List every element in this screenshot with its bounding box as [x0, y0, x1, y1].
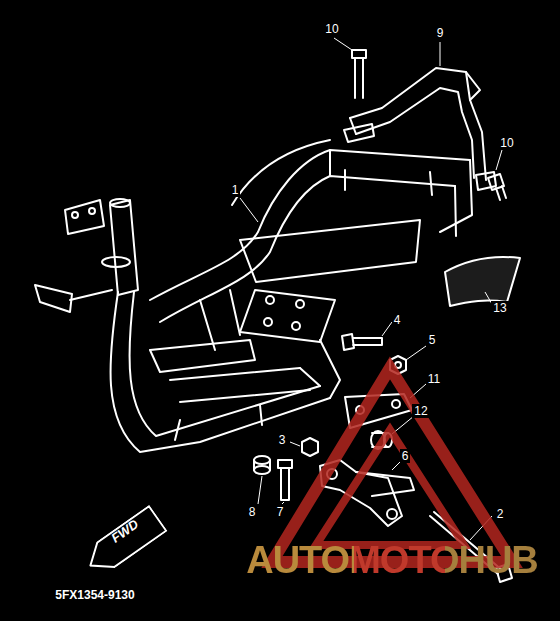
direction-arrow: FWD — [80, 505, 167, 579]
callout-number: 3 — [277, 433, 288, 447]
callout-number: 10 — [323, 22, 340, 36]
callout-number: 5 — [427, 333, 438, 347]
callout-number: 12 — [412, 404, 429, 418]
callout-number: 4 — [392, 313, 403, 327]
callout-number: 9 — [435, 26, 446, 40]
callout-number: 8 — [247, 505, 258, 519]
callout-number: 1 — [230, 183, 241, 197]
callout-number: 7 — [275, 505, 286, 519]
callout-number: 13 — [491, 301, 508, 315]
watermark: AUTOMOTOHUB — [246, 540, 538, 580]
callout-number: 2 — [495, 507, 506, 521]
callout-number: 10 — [498, 136, 515, 150]
callout-number: 6 — [400, 449, 411, 463]
arrow-outline — [80, 505, 167, 579]
callout-number: 11 — [426, 372, 442, 386]
part-code: 5FX1354-9130 — [55, 588, 134, 602]
